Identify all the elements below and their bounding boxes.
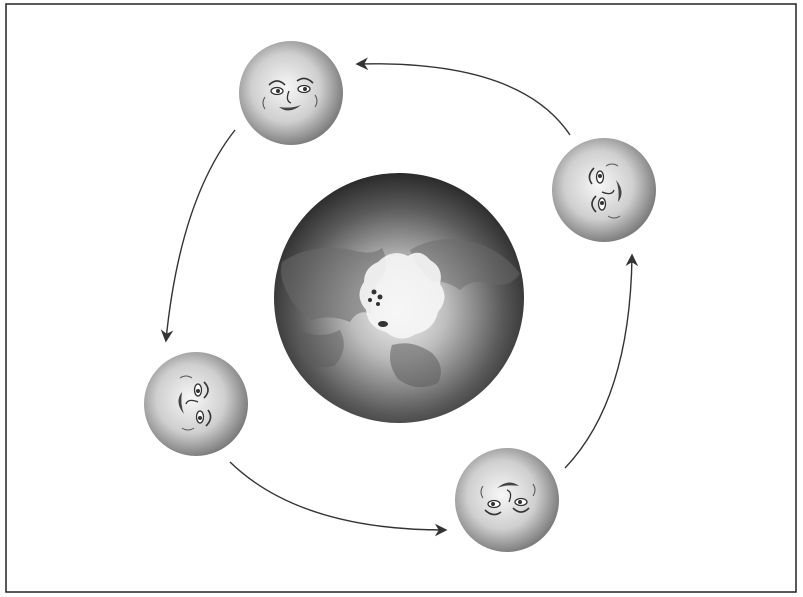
moon-left — [144, 352, 248, 456]
moon-top — [239, 41, 343, 145]
moon-right — [552, 138, 656, 242]
earth-north-pole-view-icon — [274, 173, 524, 423]
moon-bottom-right — [455, 448, 559, 552]
